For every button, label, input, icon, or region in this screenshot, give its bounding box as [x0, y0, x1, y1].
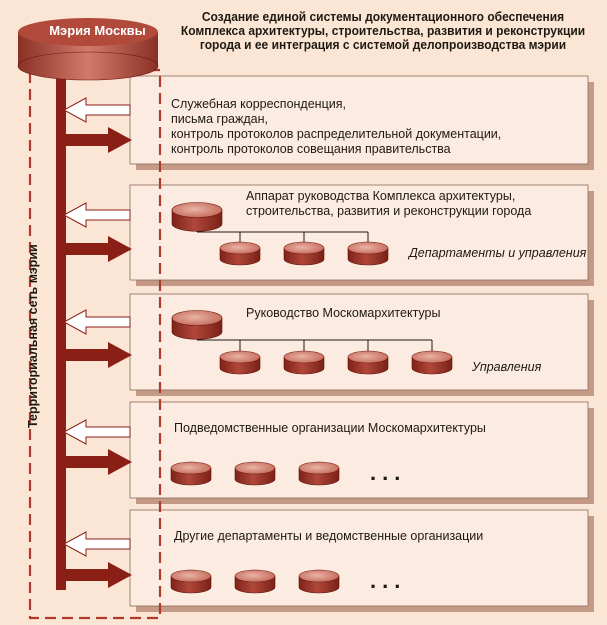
outgoing-arrow — [56, 342, 132, 368]
database-disk — [347, 350, 389, 375]
incoming-arrow — [62, 419, 131, 445]
database-disk — [347, 241, 389, 266]
panel-2-line-2: строительства, развития и реконструкции … — [246, 204, 532, 218]
network-boundary — [28, 68, 162, 620]
panel-4-ellipsis: ... — [370, 460, 407, 485]
network-bus — [56, 78, 66, 590]
incoming-arrow — [62, 531, 131, 557]
database-disk — [219, 350, 261, 375]
database-disk — [298, 569, 340, 594]
diagram-title: Создание единой системы документационног… — [180, 10, 586, 52]
panel-2-caption: Департаменты и управления — [409, 246, 587, 260]
panels — [129, 75, 594, 612]
incoming-arrow — [62, 97, 131, 123]
arrows — [56, 97, 132, 588]
database-disk — [219, 241, 261, 266]
panel-1-line-2: письма граждан, — [171, 112, 268, 126]
database-disk — [170, 569, 212, 594]
database-disk — [234, 461, 276, 486]
outgoing-arrow — [56, 127, 132, 153]
panel-2-line-1: Аппарат руководства Комплекса архитектур… — [246, 189, 516, 203]
panel-5-line-1: Другие департаменты и ведомственные орга… — [174, 529, 484, 543]
panel-1-line-4: контроль протоколов совещания правительс… — [171, 142, 451, 156]
database-disk — [298, 461, 340, 486]
database-disk — [411, 350, 453, 375]
panel-5-ellipsis: ... — [370, 568, 407, 593]
panel-1-line-1: Служебная корреспонденция, — [171, 97, 346, 111]
panel-3 — [129, 293, 589, 391]
outgoing-arrow — [56, 562, 132, 588]
database-disk — [170, 461, 212, 486]
outgoing-arrow — [56, 449, 132, 475]
incoming-arrow — [62, 202, 131, 228]
hq-label: Мэрия Москвы — [49, 23, 146, 38]
database-disk — [171, 310, 223, 340]
panel-3-caption: Управления — [472, 360, 542, 374]
disk-groups — [170, 202, 453, 594]
incoming-arrow — [62, 309, 131, 335]
outgoing-arrow — [56, 236, 132, 262]
panel-1-line-3: контроль протоколов распределительной до… — [171, 127, 502, 141]
panel-1 — [129, 75, 589, 165]
panel-3-line-1: Руководство Москомархитектуры — [246, 306, 441, 320]
database-disk — [283, 350, 325, 375]
database-disk — [171, 202, 223, 232]
panel-4-line-1: Подведомственные организации Москомархит… — [174, 421, 486, 435]
hq-cylinder — [17, 18, 159, 81]
network-label: Территориальная сеть мэрии — [26, 244, 40, 428]
database-disk — [283, 241, 325, 266]
database-disk — [234, 569, 276, 594]
